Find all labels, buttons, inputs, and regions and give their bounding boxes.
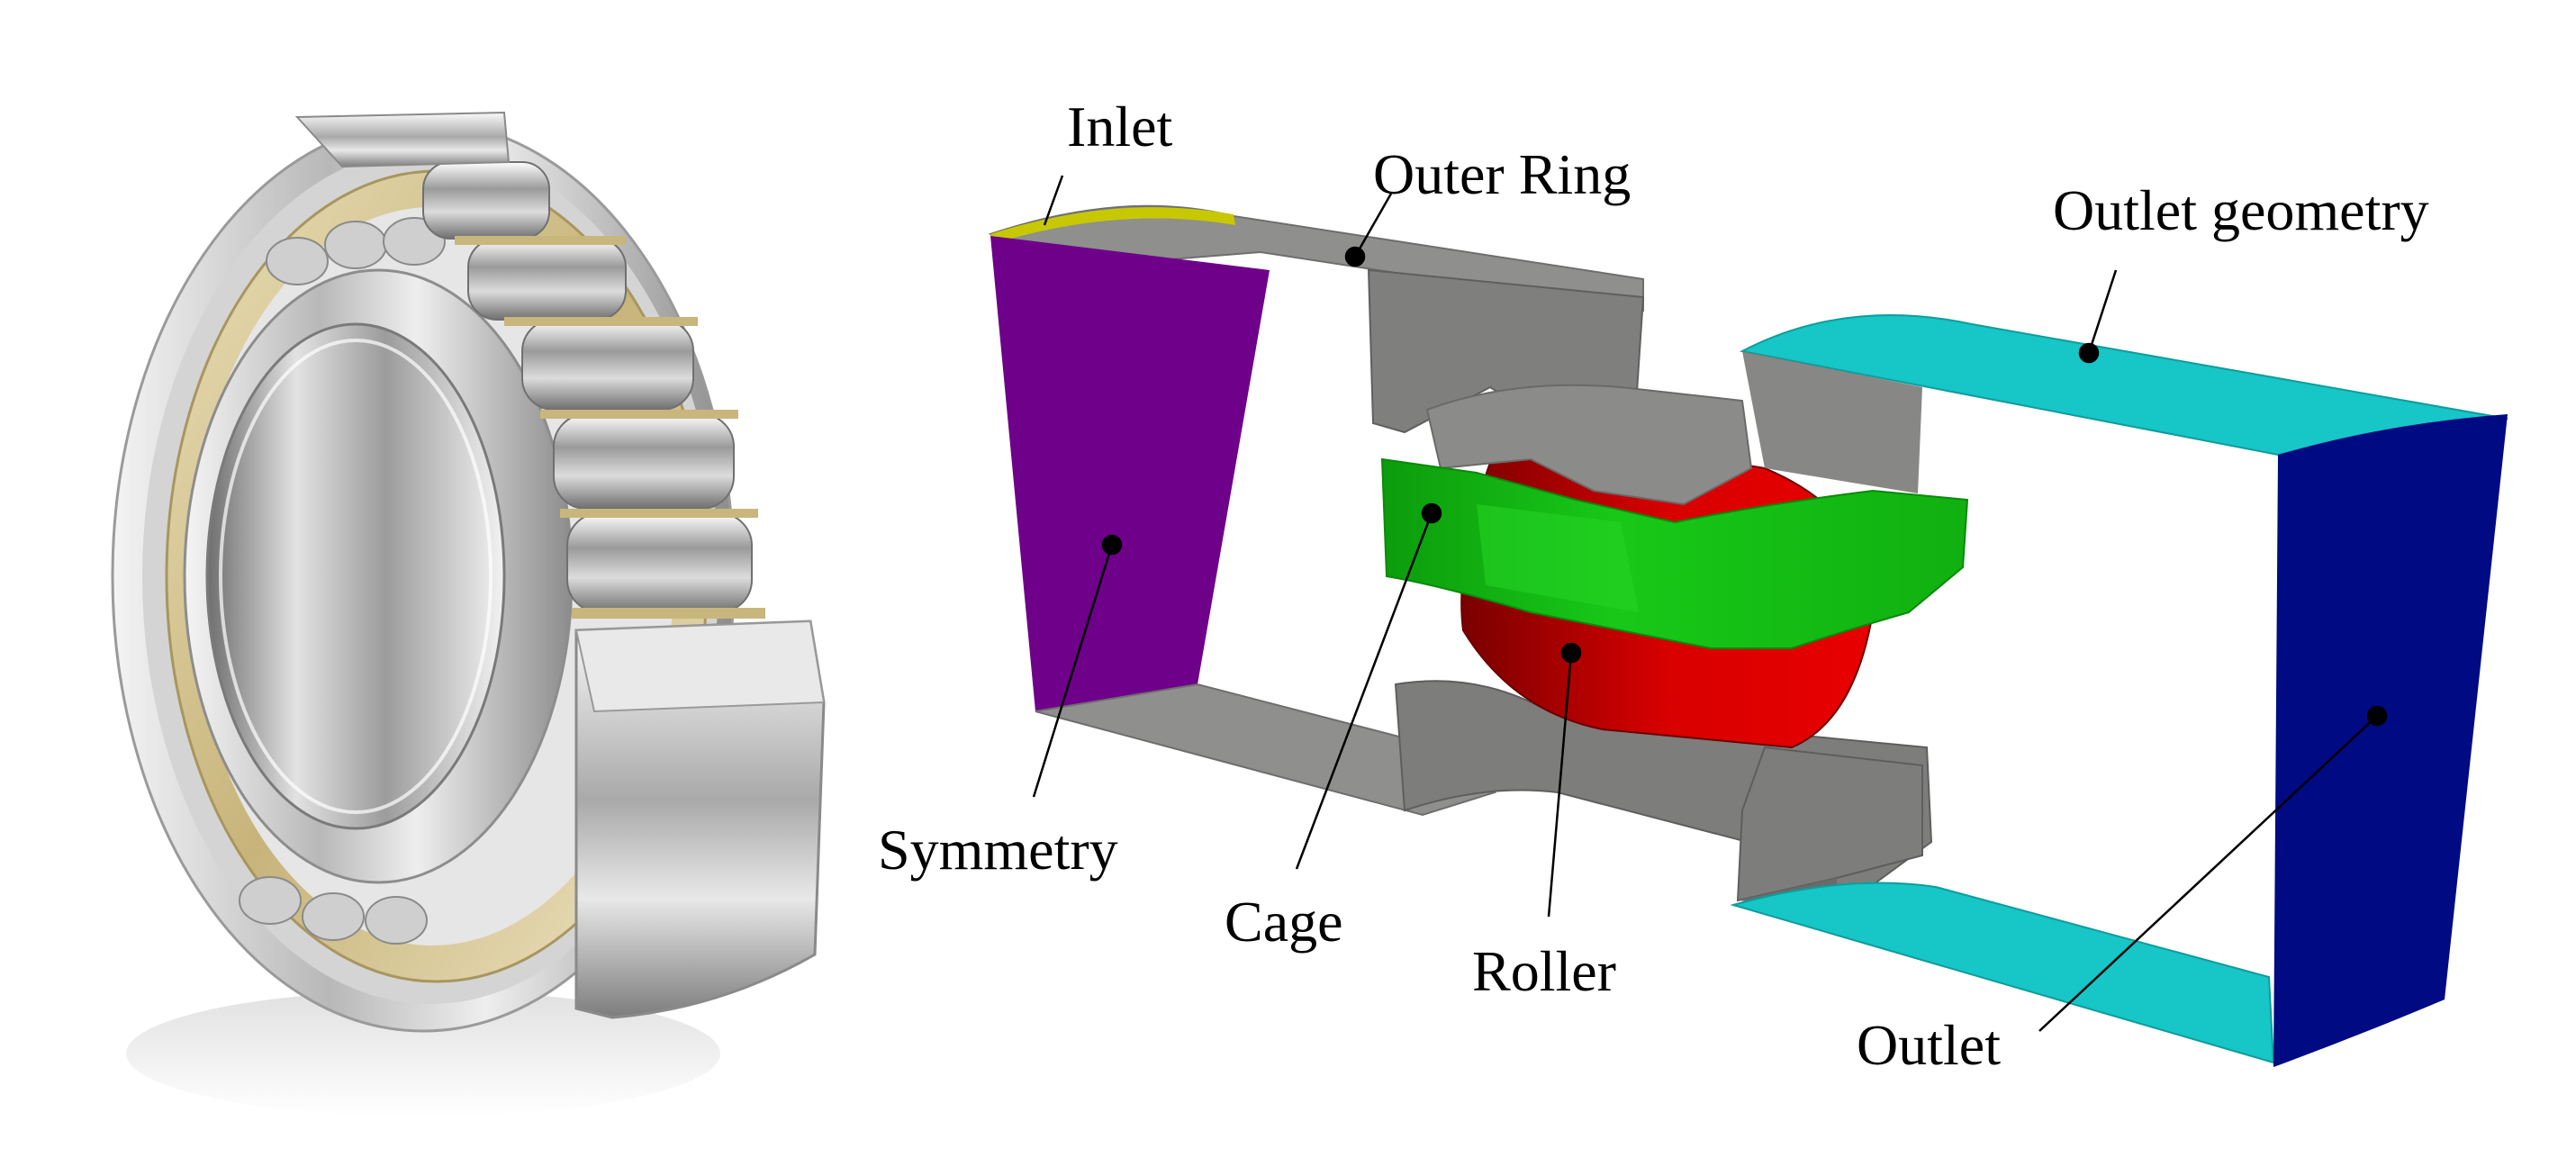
labels: Inlet Outer Ring Outlet geometry Symmetr… <box>878 95 2429 1077</box>
bearing-roller-row <box>239 217 446 945</box>
leader-outer-ring <box>1353 193 1393 258</box>
outlet-geometry-inner-wall <box>1742 351 1922 493</box>
leader-cage <box>1295 512 1433 870</box>
symmetry-face <box>990 236 1270 711</box>
leader-roller <box>1547 652 1573 918</box>
dot-symmetry <box>1101 534 1123 556</box>
inlet-edge <box>990 207 1235 243</box>
bearing-photo <box>111 111 826 1117</box>
cfd-domain <box>988 204 2508 1067</box>
label-inlet: Inlet <box>1067 95 1173 158</box>
bearing-shadow <box>126 991 720 1117</box>
bearing-cutaway-rollers <box>422 161 765 619</box>
dot-outlet-geometry <box>2078 342 2100 364</box>
dot-cage <box>1421 502 1442 524</box>
dot-outlet <box>2366 705 2388 727</box>
bearing-outer-ring-cut-block <box>574 620 826 1019</box>
dot-outer-ring <box>1344 246 1366 267</box>
label-outer-ring: Outer Ring <box>1373 142 1631 206</box>
label-cage: Cage <box>1225 890 1343 954</box>
leader-inlet <box>1043 175 1064 226</box>
dot-roller <box>1560 642 1582 664</box>
leader-outlet <box>2038 715 2378 1032</box>
outlet-geometry-bottom <box>1730 882 2275 1064</box>
label-roller: Roller <box>1472 939 1616 1003</box>
leader-symmetry <box>1032 544 1114 798</box>
cage-body <box>1380 457 1969 649</box>
label-outlet: Outlet <box>1857 1013 2001 1077</box>
leaders <box>1032 175 2388 1032</box>
inner-ring-top-block <box>1425 384 1753 506</box>
label-symmetry: Symmetry <box>878 818 1118 882</box>
bearing-outer-ring-top-cut <box>294 111 511 168</box>
label-outlet-geometry: Outlet geometry <box>2053 178 2429 242</box>
leader-outlet-geometry <box>2087 269 2118 354</box>
outlet-face <box>2273 414 2508 1067</box>
outer-ring-lower-block <box>1736 746 1923 902</box>
bearing-bore <box>205 322 506 830</box>
